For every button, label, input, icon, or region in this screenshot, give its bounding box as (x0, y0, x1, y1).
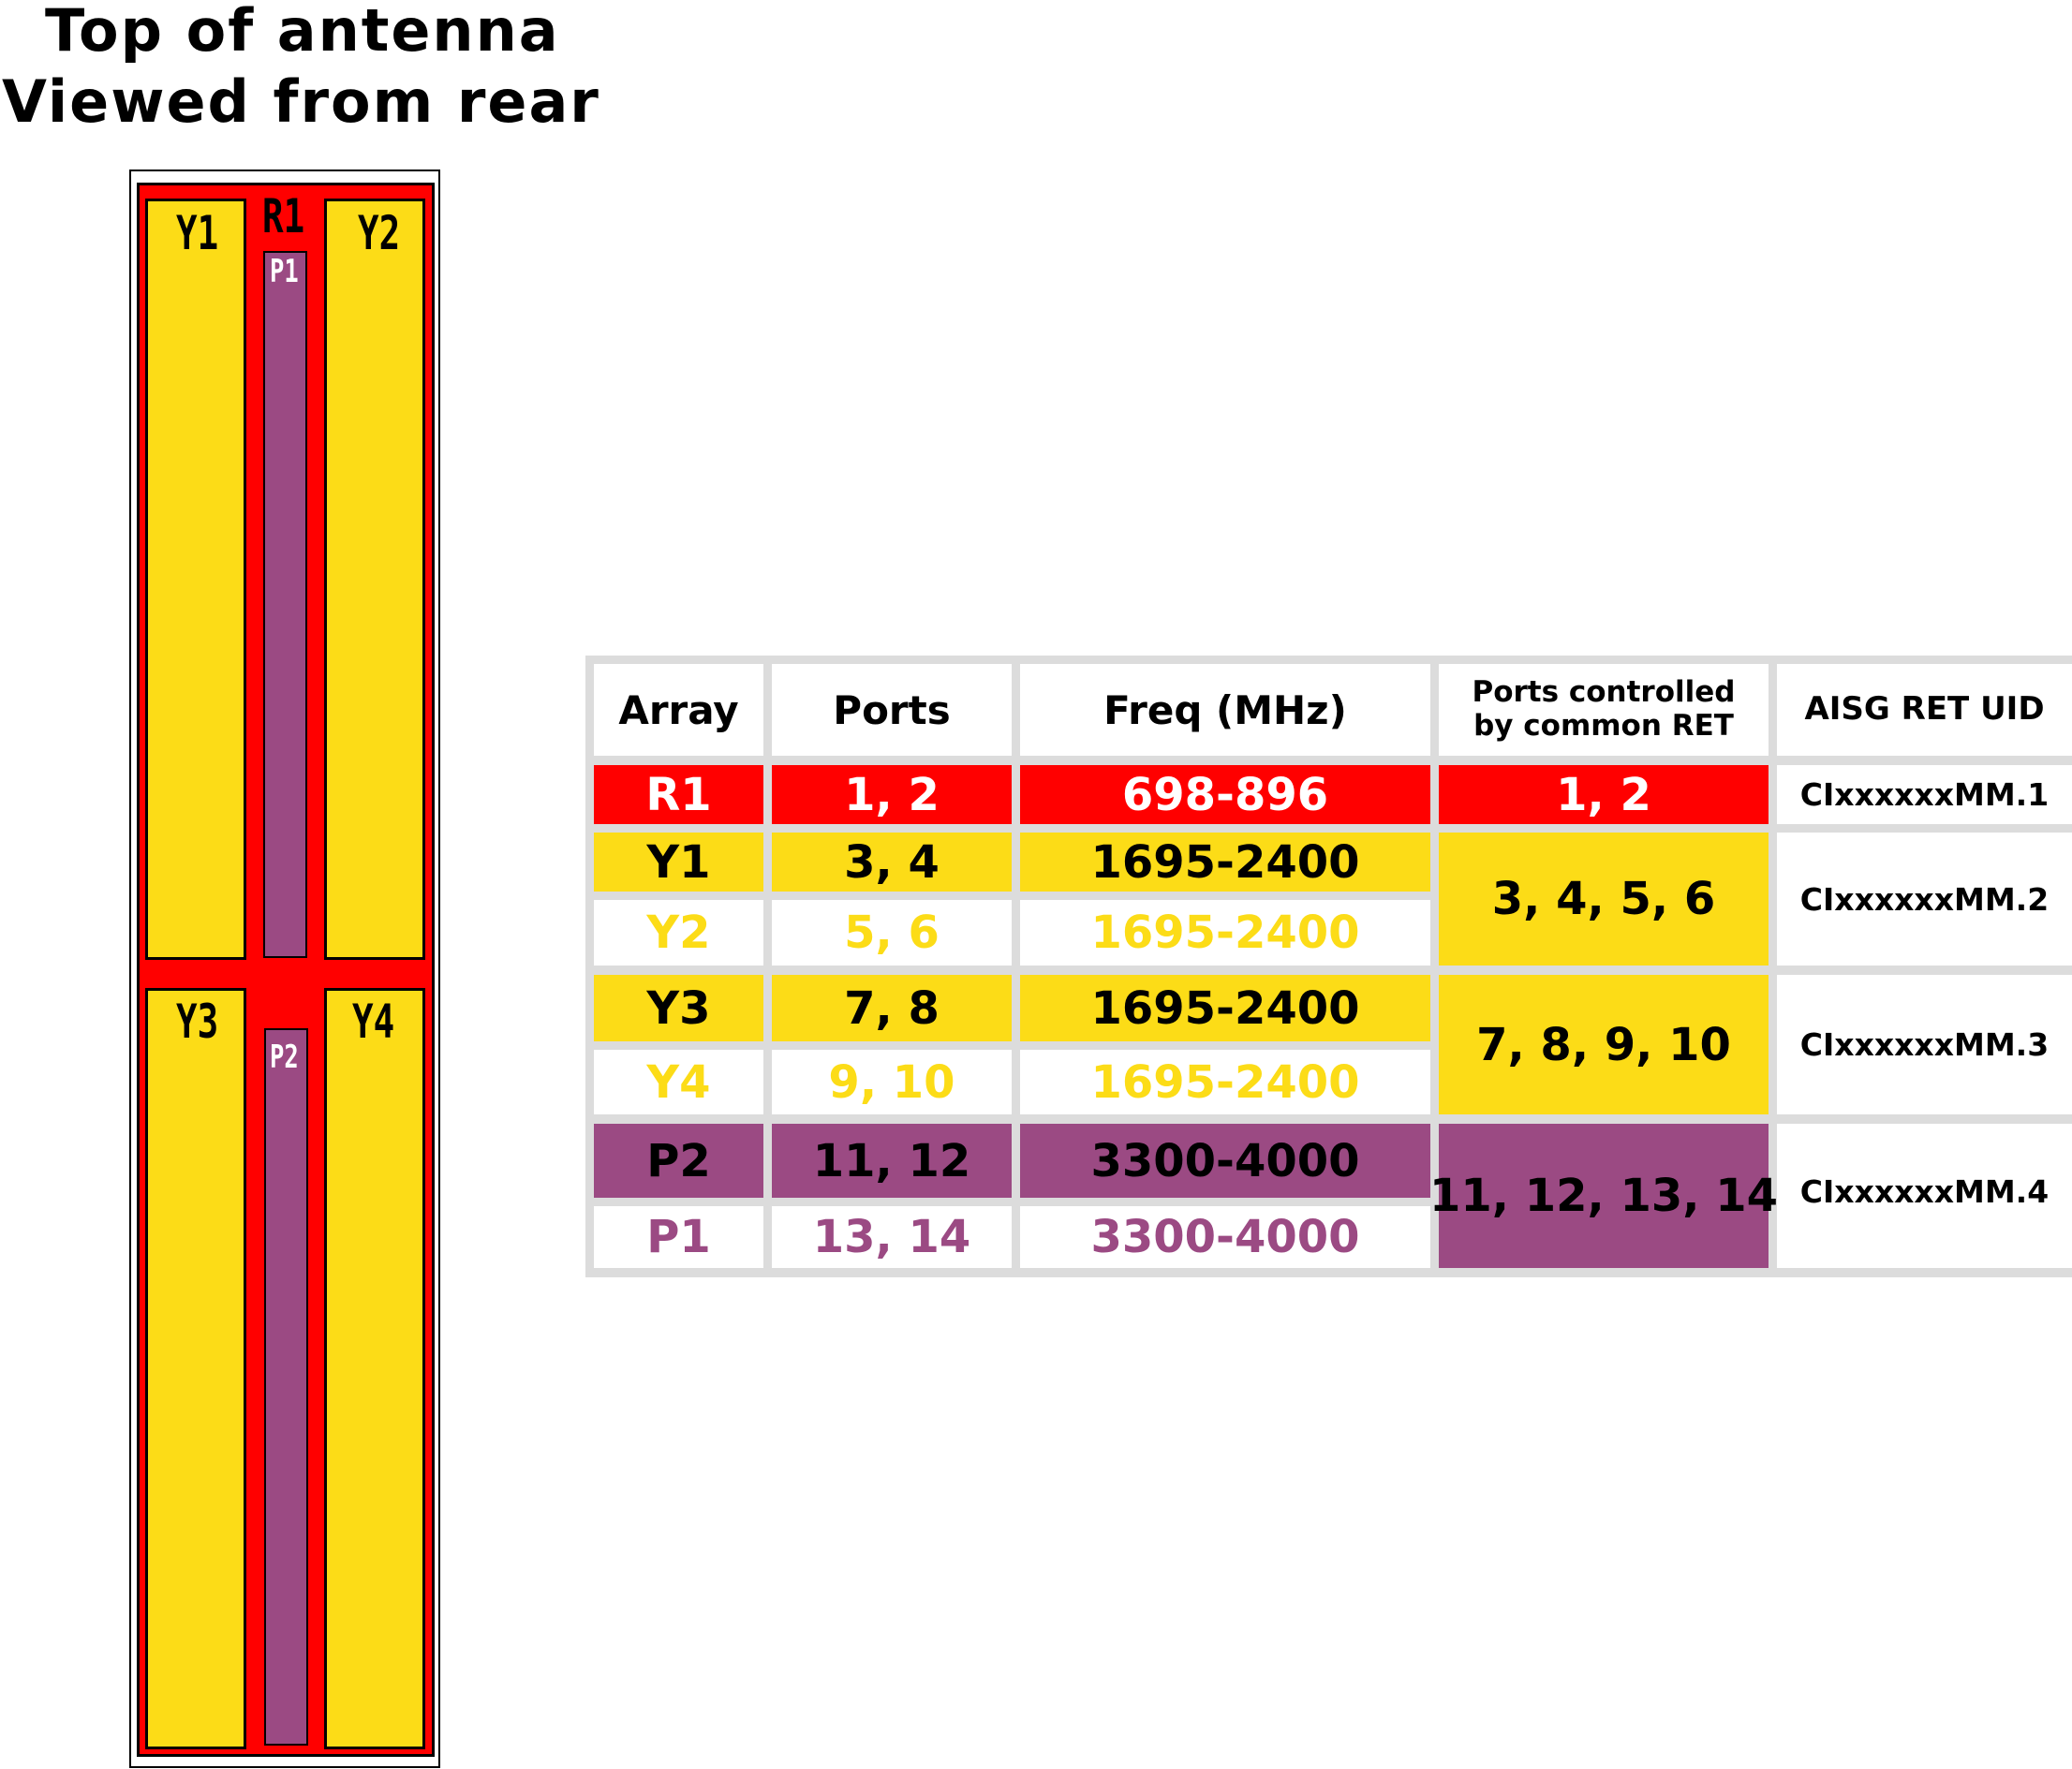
row-p2-freq: 3300-4000 (1020, 1124, 1430, 1198)
header-ret-ports-line2: by common RET (1473, 709, 1734, 743)
row-p2-ports: 11, 12 (772, 1124, 1012, 1198)
port-table: Array Ports Freq (MHz) Ports controlled … (585, 656, 2072, 1277)
header-uid: AISG RET UID (1777, 664, 2072, 756)
header-ports: Ports (772, 664, 1012, 756)
group-4-uid: CIxxxxxxMM.4 (1777, 1124, 2072, 1268)
row-y3-array: Y3 (594, 975, 763, 1041)
row-y4-ports: 9, 10 (772, 1050, 1012, 1114)
label-y3: Y3 (176, 995, 219, 1049)
label-r1: R1 (262, 189, 305, 243)
row-y2-ports: 5, 6 (772, 900, 1012, 966)
group-1-uid: CIxxxxxxMM.1 (1777, 765, 2072, 824)
group-2-uid: CIxxxxxxMM.2 (1777, 833, 2072, 966)
row-p1-array: P1 (594, 1206, 763, 1268)
row-y2-array: Y2 (594, 900, 763, 966)
group-2-ret-ports: 3, 4, 5, 6 (1439, 833, 1769, 966)
row-r1-ports: 1, 2 (772, 765, 1012, 824)
row-y4-array: Y4 (594, 1050, 763, 1114)
row-y1-freq: 1695-2400 (1020, 833, 1430, 892)
array-p2-strip (264, 1028, 308, 1746)
header-freq: Freq (MHz) (1020, 664, 1430, 756)
header-ret-ports-line1: Ports controlled (1472, 675, 1736, 710)
row-p2-array: P2 (594, 1124, 763, 1198)
group-1-ret-ports: 1, 2 (1439, 765, 1769, 824)
array-y1-block (145, 199, 246, 960)
row-p1-freq: 3300-4000 (1020, 1206, 1430, 1268)
label-y4: Y4 (352, 995, 395, 1049)
array-p1-strip (263, 251, 307, 958)
row-y1-array: Y1 (594, 833, 763, 892)
row-y4-freq: 1695-2400 (1020, 1050, 1430, 1114)
header-array: Array (594, 664, 763, 756)
row-r1-array: R1 (594, 765, 763, 824)
label-y1: Y1 (176, 206, 219, 260)
title-line-2: Viewed from rear (2, 67, 600, 136)
label-p1: P1 (270, 253, 299, 290)
group-3-ret-ports: 7, 8, 9, 10 (1439, 975, 1769, 1114)
row-y1-ports: 3, 4 (772, 833, 1012, 892)
row-y3-freq: 1695-2400 (1020, 975, 1430, 1041)
array-y3-block (145, 988, 246, 1749)
label-y2: Y2 (358, 206, 401, 260)
array-y4-block (324, 988, 425, 1749)
row-y3-ports: 7, 8 (772, 975, 1012, 1041)
label-p2: P2 (270, 1039, 299, 1076)
array-y2-block (324, 199, 425, 960)
row-y2-freq: 1695-2400 (1020, 900, 1430, 966)
group-4-ret-ports: 11, 12, 13, 14 (1429, 1124, 1778, 1268)
header-ret-ports: Ports controlled by common RET (1439, 664, 1769, 756)
row-r1-freq: 698-896 (1020, 765, 1430, 824)
row-p1-ports: 13, 14 (772, 1206, 1012, 1268)
group-3-uid: CIxxxxxxMM.3 (1777, 975, 2072, 1114)
title-line-1: Top of antenna (45, 0, 560, 65)
